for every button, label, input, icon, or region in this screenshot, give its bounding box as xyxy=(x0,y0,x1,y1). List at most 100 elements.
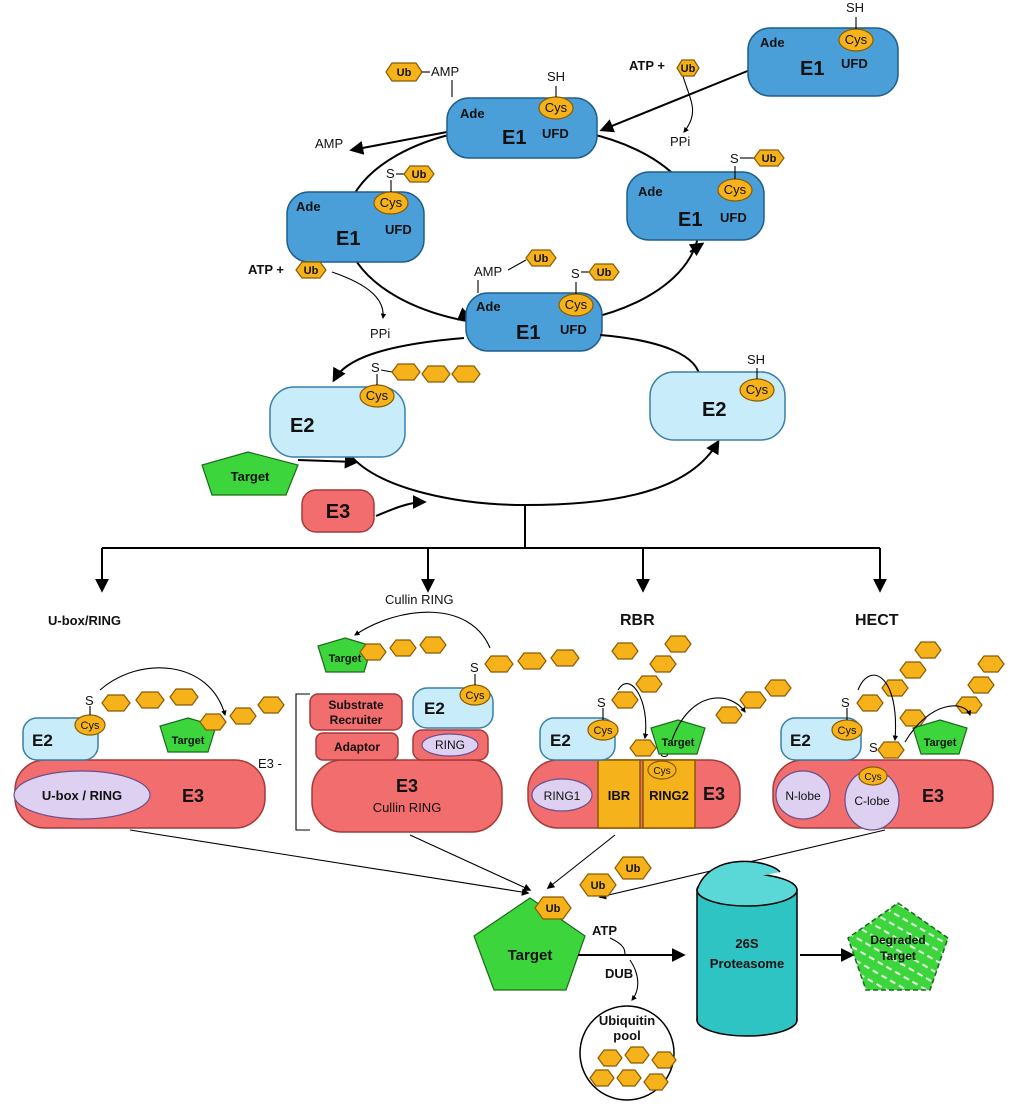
cys-label: Cys xyxy=(545,100,568,115)
target-label: Target xyxy=(662,737,695,749)
dub-label: DUB xyxy=(605,966,633,981)
proteasome-label-1: 26S xyxy=(735,936,758,951)
cys-label: Cys xyxy=(838,725,857,737)
e1-label: E1 xyxy=(516,322,540,344)
e2-enzyme-free: E2 Cys SH xyxy=(649,352,786,441)
ub-label: Ub xyxy=(304,265,319,277)
cys-label: Cys xyxy=(845,32,868,47)
ub-icon xyxy=(403,165,435,183)
ring1-domain xyxy=(531,778,593,812)
target-label: Target xyxy=(508,947,553,964)
ub-label: Ub xyxy=(412,169,427,181)
cullin-ring-label: Cullin RING xyxy=(373,800,442,815)
target-pentagon xyxy=(473,897,586,991)
cys-label: Cys xyxy=(594,725,613,737)
target-label: Target xyxy=(924,737,957,749)
amp-released-label: AMP xyxy=(315,136,343,151)
s-label: S xyxy=(371,360,380,375)
atp-plus-label: ATP + xyxy=(629,58,665,73)
cys-label: Cys xyxy=(81,720,100,732)
ub-label: Ub xyxy=(626,863,641,875)
ub-icon xyxy=(676,59,700,77)
ade-label: Ade xyxy=(638,184,663,199)
cullin-ring-panel: E3 - E3 Cullin RING Substrate Recruiter … xyxy=(258,611,580,833)
proteasome-26s: 26S Proteasome xyxy=(696,860,798,1037)
ubiquitin-pool: Ubiquitin pool xyxy=(579,1005,677,1101)
cycle-arrow-right xyxy=(688,242,705,257)
amp-label: AMP xyxy=(431,64,459,79)
e1-label: E1 xyxy=(678,209,702,231)
e2-cycle-ring xyxy=(349,439,720,507)
branch-label-hect: HECT xyxy=(855,612,899,629)
e1-label: E1 xyxy=(502,127,526,149)
degraded-label-1: Degraded xyxy=(870,933,925,947)
ub-label: Ub xyxy=(546,903,561,915)
sh-label: SH xyxy=(547,69,565,84)
to-pool-arrow xyxy=(629,959,639,1001)
hect-panel: N-lobe C-lobe Cys E3 E2 Cys S S Target xyxy=(772,641,1005,831)
e2-label: E2 xyxy=(702,399,726,421)
e2-label: E2 xyxy=(290,415,314,437)
ibr-domain xyxy=(597,759,641,829)
s-label: S xyxy=(730,151,739,166)
cys-label: Cys xyxy=(380,195,403,210)
pool-label-1: Ubiquitin xyxy=(599,1013,655,1028)
target-label: Target xyxy=(231,469,270,484)
e1-label: E1 xyxy=(336,228,360,250)
adaptor xyxy=(315,732,399,761)
ppi-release-arrow-left xyxy=(331,271,387,320)
ufd-label: UFD xyxy=(841,56,868,71)
target-label: Target xyxy=(172,735,205,747)
ub-label: Ub xyxy=(597,267,612,279)
e3-label: E3 xyxy=(396,776,418,796)
ring-label: RING xyxy=(435,738,465,752)
ufd-label: UFD xyxy=(542,126,569,141)
ring-domain xyxy=(421,733,479,757)
s-label: S xyxy=(571,266,580,281)
cys-label: Cys xyxy=(565,297,588,312)
ppi-label: PPi xyxy=(370,326,390,341)
substrate-recruiter xyxy=(309,693,403,731)
e1-enzyme-bottom: Ade E1 Cys UFD S Ub AMP Ub xyxy=(465,249,620,352)
e1-enzyme-right: Ade E1 Cys UFD S Ub xyxy=(626,149,785,241)
target-label: Target xyxy=(329,653,362,665)
ub-label: Ub xyxy=(397,67,412,79)
branch-label-ubox: U-box/RING xyxy=(48,613,121,628)
s-label: S xyxy=(597,695,606,710)
ade-label: Ade xyxy=(760,35,785,50)
atp-plus-label: ATP + xyxy=(248,262,284,277)
cys-label: Cys xyxy=(653,766,670,777)
sh-label: SH xyxy=(846,0,864,15)
clobe-label: C-lobe xyxy=(854,794,890,808)
atp-label: ATP xyxy=(592,923,617,938)
e2-enzyme-loaded: E2 Cys S xyxy=(269,360,481,458)
ub-icon xyxy=(295,261,327,279)
ub-label: Ub xyxy=(762,153,777,165)
adaptor-label: Adaptor xyxy=(334,740,380,754)
branch-label-cullin: Cullin RING xyxy=(385,592,454,607)
e3-bracket-label: E3 - xyxy=(258,756,282,771)
cys-label: Cys xyxy=(466,690,485,702)
cys-label: Cys xyxy=(746,382,769,397)
branch-label-rbr: RBR xyxy=(620,612,655,629)
cys-label: Cys xyxy=(864,772,881,783)
e3-label: E3 xyxy=(922,786,944,806)
target-pentagon-cycle: Target xyxy=(201,451,299,496)
degraded-label-2: Target xyxy=(880,949,916,963)
ubox-domain xyxy=(13,770,151,820)
transfer-to-e2-arrow xyxy=(332,337,465,383)
nlobe-label: N-lobe xyxy=(785,789,821,803)
s-label: S xyxy=(85,693,94,708)
cys-label: Cys xyxy=(724,182,747,197)
ufd-label: UFD xyxy=(385,222,412,237)
entry-arrow xyxy=(599,69,751,133)
ade-label: Ade xyxy=(296,199,321,214)
ub-label: Ub xyxy=(534,253,549,265)
ub-icon xyxy=(588,263,620,281)
e2-label: E2 xyxy=(424,699,445,718)
ufd-label: UFD xyxy=(720,210,747,225)
cys-label: Cys xyxy=(366,388,389,403)
e2-label: E2 xyxy=(790,731,811,750)
ubox-domain-label: U-box / RING xyxy=(42,788,122,803)
